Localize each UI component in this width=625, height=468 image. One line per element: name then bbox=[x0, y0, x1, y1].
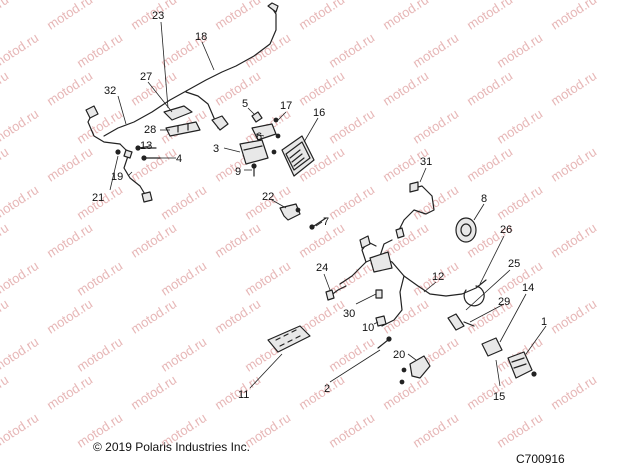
callout-4: 4 bbox=[176, 153, 182, 165]
callout-22: 22 bbox=[262, 191, 274, 203]
callout-21: 21 bbox=[92, 192, 104, 204]
callout-31: 31 bbox=[420, 156, 432, 168]
part-relay-1 bbox=[507, 351, 537, 379]
callout-28: 28 bbox=[144, 124, 156, 136]
part-fuse-block-11 bbox=[267, 325, 311, 353]
callout-3: 3 bbox=[213, 143, 219, 155]
part-module-3 bbox=[239, 139, 269, 165]
callout-27: 27 bbox=[140, 71, 152, 83]
part-bracket-6 bbox=[251, 123, 277, 141]
callout-2: 2 bbox=[324, 383, 330, 395]
callout-7: 7 bbox=[323, 216, 329, 228]
callout-10: 10 bbox=[362, 322, 374, 334]
callout-24: 24 bbox=[316, 262, 328, 274]
callout-29: 29 bbox=[498, 296, 510, 308]
part-screw-2 bbox=[377, 339, 389, 349]
part-bracket-27 bbox=[163, 105, 193, 121]
callout-15: 15 bbox=[493, 391, 505, 403]
part-fastener-17 bbox=[271, 117, 281, 155]
part-clip-5 bbox=[251, 111, 263, 123]
callout-labels: 1 2 3 4 5 6 7 8 9 10 11 12 13 14 15 16 1… bbox=[92, 10, 547, 403]
figure-id: C700916 bbox=[516, 452, 565, 466]
callout-20: 20 bbox=[393, 349, 405, 361]
callout-19: 19 bbox=[111, 171, 123, 183]
part-control-unit-16 bbox=[281, 135, 315, 177]
callout-32: 32 bbox=[104, 85, 116, 97]
part-harness-32 bbox=[85, 105, 127, 151]
callout-8: 8 bbox=[481, 193, 487, 205]
callout-16: 16 bbox=[313, 107, 325, 119]
part-harness-19 bbox=[123, 149, 153, 203]
part-harness-12 bbox=[339, 235, 487, 327]
callout-14: 14 bbox=[522, 282, 534, 294]
part-connector-10 bbox=[375, 315, 387, 327]
part-connector-30 bbox=[375, 289, 383, 299]
callout-12: 12 bbox=[432, 271, 444, 283]
callout-23: 23 bbox=[152, 10, 164, 22]
part-harness-31 bbox=[395, 181, 435, 239]
part-screw-7 bbox=[313, 217, 327, 227]
part-horn-8 bbox=[455, 217, 477, 243]
part-sensor-29 bbox=[447, 313, 475, 331]
leader-lines bbox=[109, 21, 547, 389]
callout-13: 13 bbox=[140, 140, 152, 152]
part-clip-21 bbox=[115, 149, 121, 155]
part-bracket-20 bbox=[399, 355, 431, 385]
part-bracket-28 bbox=[165, 121, 201, 137]
callout-9: 9 bbox=[235, 166, 241, 178]
callout-11: 11 bbox=[238, 389, 249, 401]
copyright-notice: © 2019 Polaris Industries Inc. bbox=[93, 440, 250, 454]
part-bracket-22 bbox=[279, 203, 301, 221]
callout-6: 6 bbox=[256, 131, 262, 143]
callout-17: 17 bbox=[280, 100, 292, 112]
callout-25: 25 bbox=[508, 258, 520, 270]
part-switch-14 bbox=[481, 337, 503, 357]
callout-1: 1 bbox=[541, 316, 547, 328]
callout-18: 18 bbox=[195, 31, 207, 43]
callout-5: 5 bbox=[242, 98, 248, 110]
callout-30: 30 bbox=[343, 308, 355, 320]
part-harness-24 bbox=[325, 285, 347, 301]
callout-26: 26 bbox=[500, 224, 512, 236]
part-harness-18 bbox=[103, 2, 279, 137]
